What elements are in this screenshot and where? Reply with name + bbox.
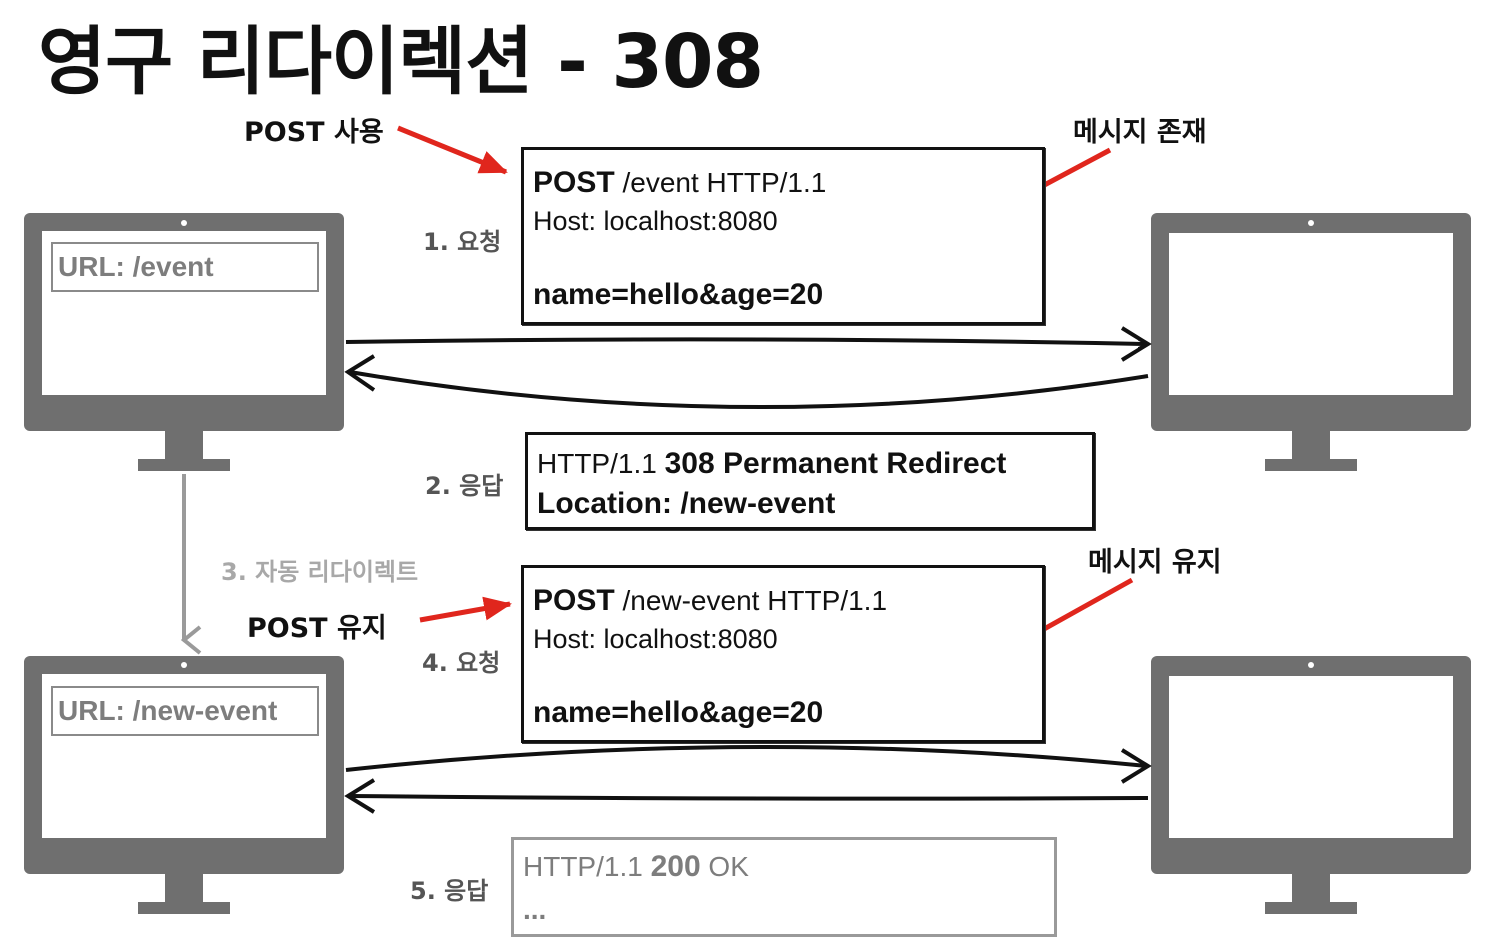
location-header: Location: /new-event bbox=[537, 487, 836, 520]
status-line: 308 Permanent Redirect bbox=[664, 447, 1007, 480]
http-version: HTTP/1.1 bbox=[523, 851, 651, 882]
http-version: HTTP/1.1 bbox=[537, 448, 665, 479]
request-body: name=hello&age=20 bbox=[533, 696, 824, 729]
request-message-1: POST /event HTTP/1.1 Host: localhost:808… bbox=[521, 147, 1045, 325]
host-header: Host: localhost:8080 bbox=[533, 206, 778, 236]
request-line: /new-event HTTP/1.1 bbox=[614, 585, 888, 616]
response-arrowhead-2 bbox=[344, 778, 376, 814]
callout-message-exists: 메시지 존재 bbox=[1073, 117, 1207, 148]
http-method: POST bbox=[533, 584, 615, 617]
host-header: Host: localhost:8080 bbox=[533, 624, 778, 654]
response-message-2: HTTP/1.1 200 OK ... bbox=[511, 837, 1057, 937]
http-method: POST bbox=[533, 166, 615, 199]
step-label-2: 2. 응답 bbox=[425, 472, 504, 500]
request-arrowhead-1 bbox=[1120, 326, 1152, 362]
request-body: name=hello&age=20 bbox=[533, 278, 824, 311]
callout-message-keep: 메시지 유지 bbox=[1088, 547, 1222, 578]
request-arrow-2 bbox=[345, 744, 1147, 772]
callout-arrow-post-use bbox=[397, 125, 508, 175]
step-label-5: 5. 응답 bbox=[410, 877, 489, 905]
url-bar: URL: /event bbox=[51, 242, 319, 292]
request-line: /event HTTP/1.1 bbox=[614, 167, 827, 198]
status-code: 200 bbox=[650, 850, 701, 883]
callout-post-use: POST 사용 bbox=[244, 117, 384, 148]
response-arrow-2 bbox=[349, 794, 1149, 801]
step-label-4: 4. 요청 bbox=[422, 649, 501, 677]
status-reason: OK bbox=[700, 851, 749, 882]
response-arrowhead-1 bbox=[344, 354, 376, 392]
ellipsis: ... bbox=[523, 894, 547, 925]
page-title: 영구 리다이렉션 - 308 bbox=[38, 19, 764, 105]
url-bar: URL: /new-event bbox=[51, 686, 319, 736]
step-label-1: 1. 요청 bbox=[423, 228, 502, 256]
request-arrowhead-2 bbox=[1120, 748, 1152, 784]
response-message-1: HTTP/1.1 308 Permanent Redirect Location… bbox=[525, 432, 1095, 530]
callout-post-keep: POST 유지 bbox=[247, 613, 387, 644]
request-message-2: POST /new-event HTTP/1.1 Host: localhost… bbox=[521, 565, 1045, 743]
step-label-3: 3. 자동 리다이렉트 bbox=[221, 558, 419, 586]
response-arrow-1 bbox=[349, 370, 1149, 410]
callout-arrow-post-keep bbox=[419, 596, 512, 623]
request-arrow-1 bbox=[345, 337, 1146, 344]
